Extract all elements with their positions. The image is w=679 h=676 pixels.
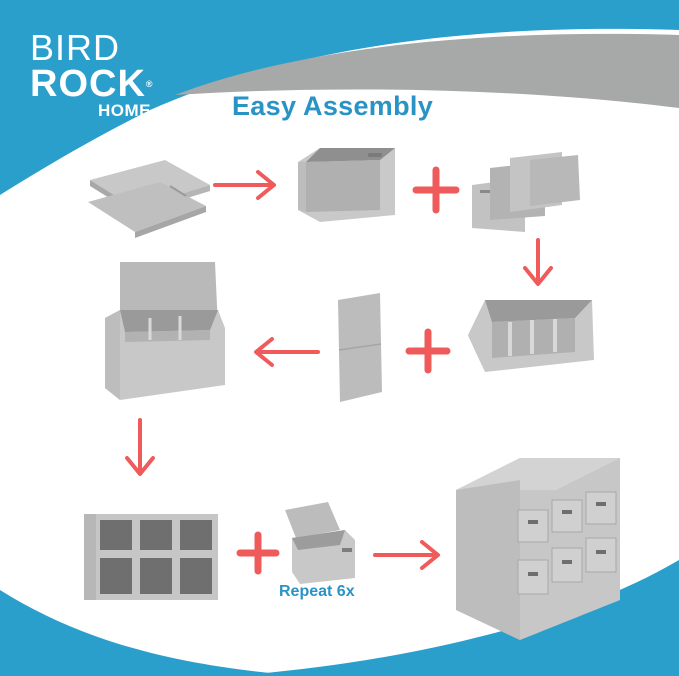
bottom-left-blue-swoosh [0, 590, 300, 676]
repeat-note: Repeat 6x [279, 583, 355, 600]
brand-line-home: HOME [98, 101, 151, 120]
brand-rock-text: ROCK [30, 63, 146, 105]
brand-logo: BIRD ROCK® HOME [30, 30, 154, 120]
top-left-blue-swoosh [0, 0, 679, 195]
registered-mark: ® [145, 79, 154, 89]
page-title: Easy Assembly [232, 91, 434, 121]
bottom-right-blue-swoosh [230, 560, 679, 676]
brand-line-bird: BIRD [30, 27, 121, 68]
brand-line-rock: ROCK® [30, 63, 154, 105]
top-right-gray-swoosh [175, 33, 679, 108]
